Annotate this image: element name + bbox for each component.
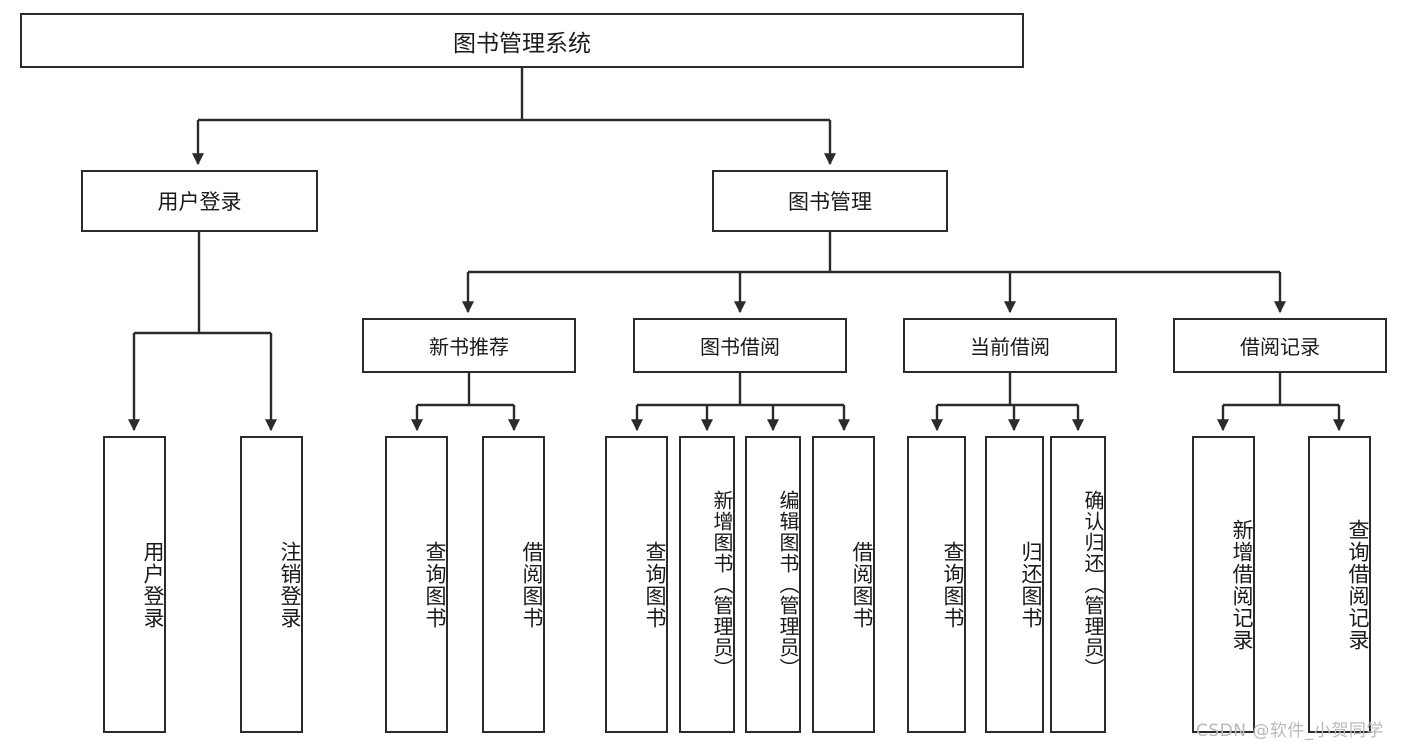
leaf-add-borrow-record-label: 新增借阅记录 bbox=[1230, 518, 1254, 651]
node-book-management-label: 图书管理 bbox=[788, 190, 872, 214]
leaf-borrow-book-new[interactable]: 借阅图书 bbox=[482, 436, 545, 733]
leaf-query-book-new[interactable]: 查询图书 bbox=[385, 436, 448, 733]
leaf-query-book-borrow[interactable]: 查询图书 bbox=[605, 436, 668, 733]
watermark: CSDN @软件_小贺同学 bbox=[1196, 721, 1384, 741]
leaf-query-book-current[interactable]: 查询图书 bbox=[907, 436, 966, 733]
leaf-edit-book-admin[interactable]: 编辑图书（管理员） bbox=[745, 436, 801, 733]
leaf-query-borrow-record-label: 查询借阅记录 bbox=[1346, 518, 1370, 651]
node-new-book-recommend-label: 新书推荐 bbox=[429, 335, 509, 359]
leaf-borrow-book-label: 借阅图书 bbox=[850, 540, 874, 629]
leaf-query-borrow-record[interactable]: 查询借阅记录 bbox=[1308, 436, 1371, 733]
node-user-login-label: 用户登录 bbox=[157, 190, 242, 214]
node-root[interactable]: 图书管理系统 bbox=[20, 13, 1024, 68]
leaf-add-book-admin-label: 新增图书（管理员） bbox=[710, 490, 734, 679]
leaf-confirm-return-admin-label: 确认归还（管理员） bbox=[1081, 490, 1105, 679]
node-new-book-recommend[interactable]: 新书推荐 bbox=[362, 318, 576, 373]
leaf-query-book-current-label: 查询图书 bbox=[941, 540, 965, 629]
leaf-edit-book-admin-label: 编辑图书（管理员） bbox=[776, 490, 800, 679]
node-borrow-record[interactable]: 借阅记录 bbox=[1173, 318, 1387, 373]
node-book-borrow-label: 图书借阅 bbox=[700, 335, 780, 359]
node-current-borrow-label: 当前借阅 bbox=[970, 335, 1050, 359]
leaf-query-book-borrow-label: 查询图书 bbox=[643, 540, 667, 629]
leaf-borrow-book[interactable]: 借阅图书 bbox=[812, 436, 875, 733]
leaf-logout-label: 注销登录 bbox=[278, 540, 302, 629]
leaf-confirm-return-admin[interactable]: 确认归还（管理员） bbox=[1050, 436, 1106, 733]
leaf-return-book-label: 归还图书 bbox=[1019, 540, 1043, 629]
leaf-query-book-new-label: 查询图书 bbox=[423, 540, 447, 629]
node-book-borrow[interactable]: 图书借阅 bbox=[633, 318, 847, 373]
leaf-logout[interactable]: 注销登录 bbox=[240, 436, 303, 733]
leaf-add-book-admin[interactable]: 新增图书（管理员） bbox=[679, 436, 735, 733]
node-root-label: 图书管理系统 bbox=[453, 30, 591, 57]
leaf-user-login[interactable]: 用户登录 bbox=[103, 436, 166, 733]
leaf-add-borrow-record[interactable]: 新增借阅记录 bbox=[1192, 436, 1255, 733]
node-current-borrow[interactable]: 当前借阅 bbox=[903, 318, 1117, 373]
leaf-user-login-label: 用户登录 bbox=[141, 540, 165, 629]
node-user-login[interactable]: 用户登录 bbox=[81, 170, 318, 232]
node-borrow-record-label: 借阅记录 bbox=[1240, 335, 1320, 359]
leaf-borrow-book-new-label: 借阅图书 bbox=[520, 540, 544, 629]
leaf-return-book[interactable]: 归还图书 bbox=[985, 436, 1044, 733]
node-book-management[interactable]: 图书管理 bbox=[712, 170, 948, 232]
